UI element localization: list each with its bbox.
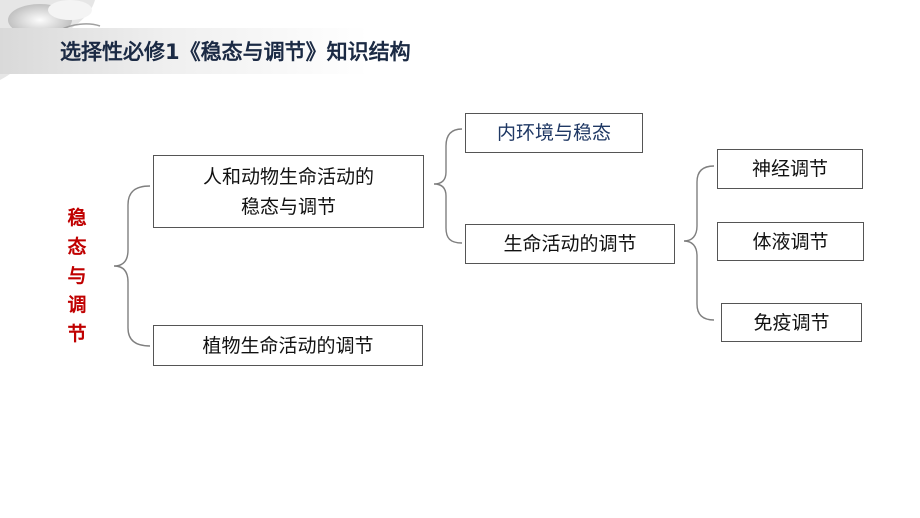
humoral-regulation-label: 体液调节 (752, 230, 829, 253)
regulation-brace (683, 165, 715, 321)
animal-brace (433, 128, 463, 244)
neural-regulation-box: 神经调节 (717, 149, 863, 189)
immune-regulation-box: 免疫调节 (721, 303, 862, 342)
title-bar (0, 28, 920, 74)
animal-regulation-box: 人和动物生命活动的 稳态与调节 (153, 155, 424, 228)
root-brace (113, 185, 151, 347)
plant-regulation-box: 植物生命活动的调节 (153, 325, 423, 366)
animal-regulation-label: 人和动物生命活动的 稳态与调节 (202, 165, 374, 218)
life-activity-regulation-box: 生命活动的调节 (465, 224, 675, 264)
plant-regulation-label: 植物生命活动的调节 (202, 334, 374, 357)
title-bar-gradient (0, 28, 920, 74)
humoral-regulation-box: 体液调节 (717, 222, 864, 261)
internal-environment-box: 内环境与稳态 (465, 113, 643, 153)
life-activity-regulation-label: 生命活动的调节 (503, 233, 637, 255)
page-title: 选择性必修1《稳态与调节》知识结构 (60, 40, 411, 64)
immune-regulation-label: 免疫调节 (753, 311, 830, 334)
root-label: 稳 态 与 调 节 (67, 207, 87, 345)
neural-regulation-label: 神经调节 (751, 158, 828, 180)
internal-environment-label: 内环境与稳态 (496, 122, 611, 144)
